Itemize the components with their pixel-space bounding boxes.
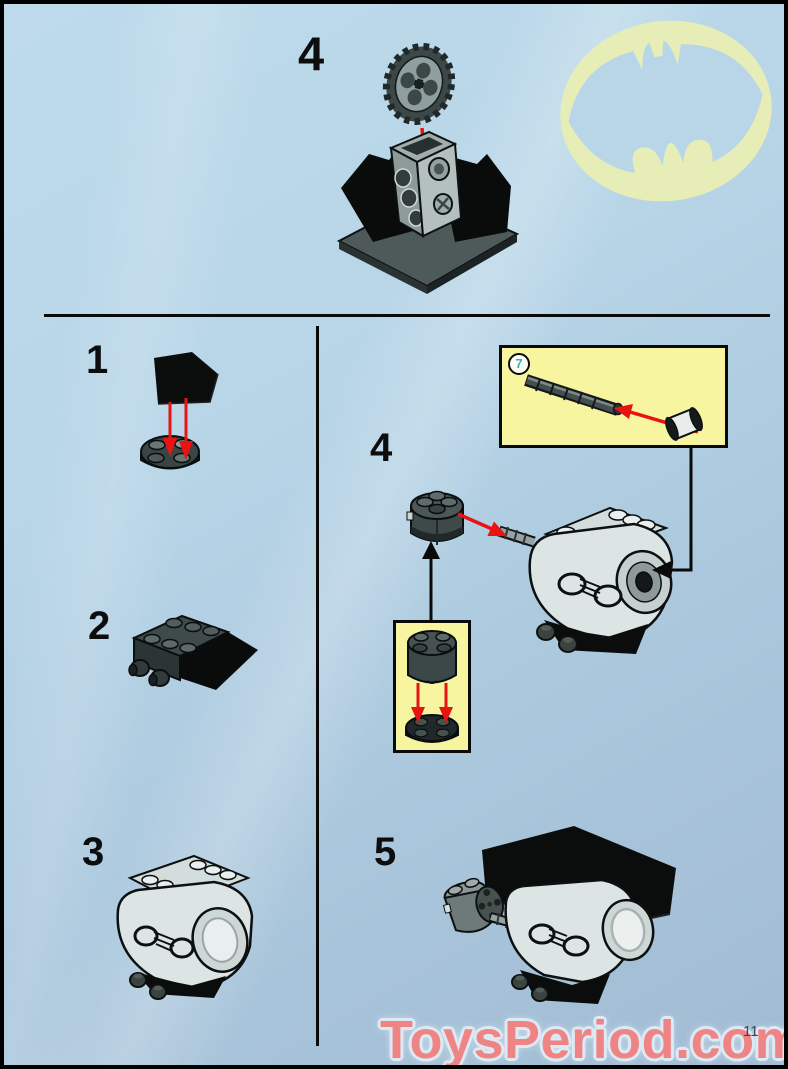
step-5-illustration [442, 826, 676, 1004]
axle-length-value: 7 [515, 356, 523, 371]
step-4-number: 4 [370, 426, 393, 470]
black-up-arrow-icon [422, 541, 440, 620]
drum-round-brick-icon [442, 877, 504, 933]
technic-axle-icon [524, 374, 624, 416]
engine-body [504, 878, 655, 1004]
axle-callout-illustration [524, 374, 703, 441]
round-plate-2x2-icon [405, 714, 459, 743]
step-3-illustration [116, 854, 254, 1000]
watermark: ToysPeriod.com [380, 1010, 788, 1069]
step-1-illustration [140, 352, 219, 470]
callout-connector-black-arrow-icon [652, 446, 693, 579]
round-brick-callout-illustration [405, 630, 459, 743]
bat-signal-icon [560, 20, 772, 202]
step-5-number: 5 [374, 830, 397, 874]
top-step-illustration [336, 43, 520, 294]
step-2-illustration [128, 614, 258, 690]
round-brick-2x2-icon [407, 630, 457, 684]
top-step-number: 4 [298, 27, 325, 80]
gearbox-assembly-icon [336, 130, 520, 294]
wedge-plate-assembly-icon [128, 614, 258, 690]
red-arrow-icon [457, 512, 508, 537]
axle-stub-icon [497, 525, 536, 548]
round-brick-callout-box [393, 620, 471, 753]
round-brick-2x2-icon [406, 490, 464, 545]
technic-bush-icon [665, 407, 703, 441]
red-arrow-icon [411, 683, 453, 723]
black-wedge-brick-icon [154, 352, 219, 405]
axle-callout-box: 7 [499, 345, 728, 448]
engine-cylinder-icon [116, 854, 254, 1000]
vertical-divider [316, 326, 319, 1046]
engine-cylinder-with-axle-icon [497, 506, 674, 654]
axle-length-badge: 7 [508, 353, 530, 375]
gear-part-icon [382, 43, 456, 125]
page-number: 11 [743, 1023, 759, 1040]
engine-body [528, 506, 674, 654]
step-3-number: 3 [82, 830, 105, 874]
horizontal-divider [44, 314, 770, 317]
step-2-number: 2 [88, 604, 111, 648]
red-arrow-icon [163, 398, 193, 460]
step-4-arrows-overlay [422, 446, 693, 620]
step-1-number: 1 [86, 338, 109, 382]
